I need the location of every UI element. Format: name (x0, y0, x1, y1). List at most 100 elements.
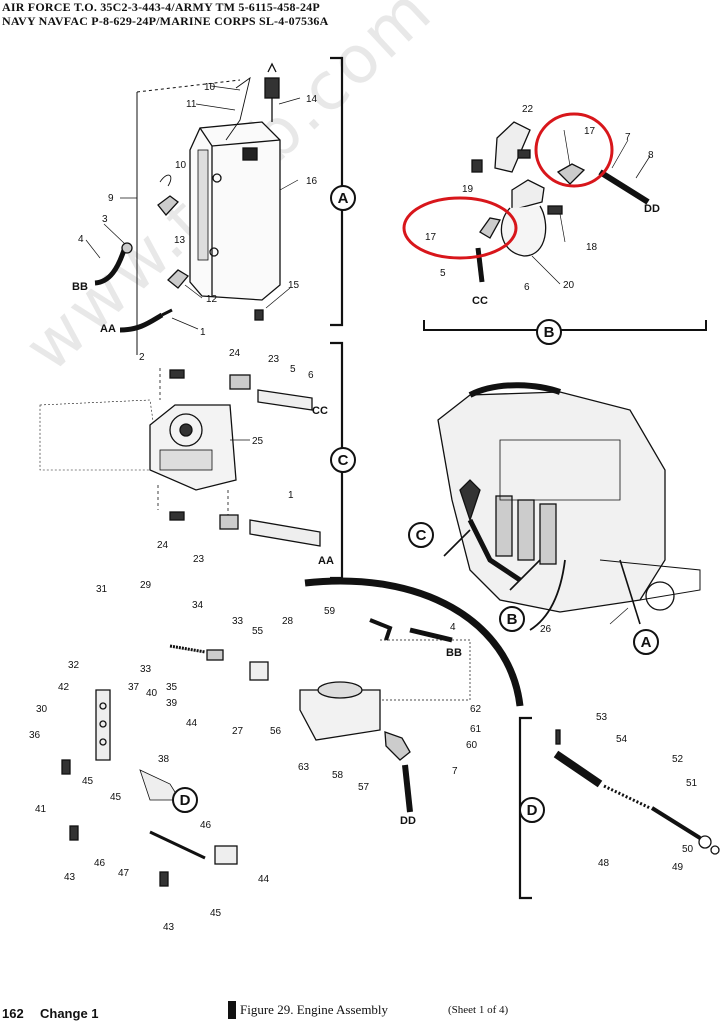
part-label: 32 (68, 660, 80, 671)
part-label: 49 (672, 862, 684, 873)
section-marker-c (330, 447, 356, 473)
part-label: 30 (36, 704, 48, 715)
part-label: 1 (288, 490, 294, 501)
lower-linkage-group (61, 618, 471, 887)
part-label: 16 (306, 176, 318, 187)
engine-letter-c: C (416, 527, 427, 544)
section-letter-b: B (544, 324, 555, 341)
rod-assembly-group (518, 716, 720, 900)
part-label: 17 (425, 232, 437, 243)
part-label: 45 (110, 792, 122, 803)
connector-label: DD (400, 815, 416, 827)
detail-letter-d: D (527, 802, 538, 819)
part-label: 34 (192, 600, 204, 611)
part-labels: 10 11 14 10 16 9 13 3 4 BB 12 15 AA 1 2 … (29, 82, 698, 933)
part-label: 23 (268, 354, 280, 365)
part-label: 4 (450, 622, 456, 633)
part-label: 27 (232, 726, 244, 737)
part-label: 46 (200, 820, 212, 831)
part-label: 5 (290, 364, 296, 375)
part-label: 17 (584, 126, 596, 137)
part-label: 6 (308, 370, 314, 381)
part-label: 54 (616, 734, 628, 745)
part-label: 19 (462, 184, 474, 195)
change-bar-mark (228, 1001, 236, 1019)
engine-marker-c (408, 522, 434, 548)
part-label: 33 (232, 616, 244, 627)
part-label: 50 (682, 844, 694, 855)
part-label: 35 (166, 682, 178, 693)
part-label: 12 (206, 294, 218, 305)
figure-caption: Figure 29. Engine Assembly (240, 1002, 389, 1017)
exploded-parts-diagram: A B C D C B A D 10 11 14 10 16 9 13 3 4 … (29, 56, 720, 933)
part-label: 28 (282, 616, 294, 627)
part-label: 10 (204, 82, 216, 93)
part-label: 10 (175, 160, 187, 171)
connector-label: BB (446, 647, 462, 659)
part-label: 29 (140, 580, 152, 591)
connector-label: CC (472, 295, 488, 307)
part-label: 26 (540, 624, 552, 635)
part-label: 33 (140, 664, 152, 675)
section-letter-a: A (338, 190, 349, 207)
connector-label: CC (312, 405, 328, 417)
part-label: 5 (440, 268, 446, 279)
part-label: 1 (200, 327, 206, 338)
header-line-1: AIR FORCE T.O. 35C2-3-443-4/ARMY TM 5-61… (2, 0, 320, 14)
part-label: 37 (128, 682, 140, 693)
engine-marker-b (499, 606, 525, 632)
part-label: 48 (598, 858, 610, 869)
connector-label: AA (318, 555, 334, 567)
section-marker-d (172, 787, 198, 813)
part-label: 63 (298, 762, 310, 773)
part-label: 4 (78, 234, 84, 245)
filter-group (423, 121, 707, 331)
part-label: 58 (332, 770, 344, 781)
part-label: 2 (139, 352, 145, 363)
part-label: 14 (306, 94, 318, 105)
part-label: 40 (146, 688, 158, 699)
part-label: 15 (288, 280, 300, 291)
part-label: 23 (193, 554, 205, 565)
part-label: 47 (118, 868, 130, 879)
part-label: 38 (158, 754, 170, 765)
part-label: 62 (470, 704, 482, 715)
part-label: 43 (163, 922, 175, 933)
callout-ellipse-lower (402, 196, 518, 260)
part-label: 20 (563, 280, 575, 291)
part-label: 41 (35, 804, 47, 815)
page-number: 162 (2, 1006, 24, 1021)
part-label: 56 (270, 726, 282, 737)
connector-label: BB (72, 281, 88, 293)
detail-marker-d (519, 797, 545, 823)
part-label: 25 (252, 436, 264, 447)
fuel-pump-group (39, 341, 344, 580)
part-label: 8 (648, 150, 654, 161)
engine-illustration (437, 382, 701, 631)
part-label: 22 (522, 104, 534, 115)
part-label: 31 (96, 584, 108, 595)
section-marker-b (536, 319, 562, 345)
part-label: 24 (229, 348, 241, 359)
part-label: 57 (358, 782, 370, 793)
section-marker-a (330, 185, 356, 211)
connector-label: DD (644, 203, 660, 215)
part-label: 18 (586, 242, 598, 253)
part-label: 52 (672, 754, 684, 765)
part-label: 24 (157, 540, 169, 551)
part-label: 13 (174, 235, 186, 246)
part-label: 39 (166, 698, 178, 709)
part-label: 42 (58, 682, 70, 693)
part-label: 7 (452, 766, 458, 777)
part-label: 55 (252, 626, 264, 637)
engine-marker-a (633, 629, 659, 655)
part-label: 6 (524, 282, 530, 293)
part-label: 36 (29, 730, 41, 741)
part-label: 3 (102, 214, 108, 225)
part-label: 9 (108, 193, 114, 204)
part-label: 45 (210, 908, 222, 919)
part-label: 59 (324, 606, 336, 617)
section-letter-d: D (180, 792, 191, 809)
sheet-indicator: (Sheet 1 of 4) (448, 1004, 509, 1016)
engine-letter-b: B (507, 611, 518, 628)
